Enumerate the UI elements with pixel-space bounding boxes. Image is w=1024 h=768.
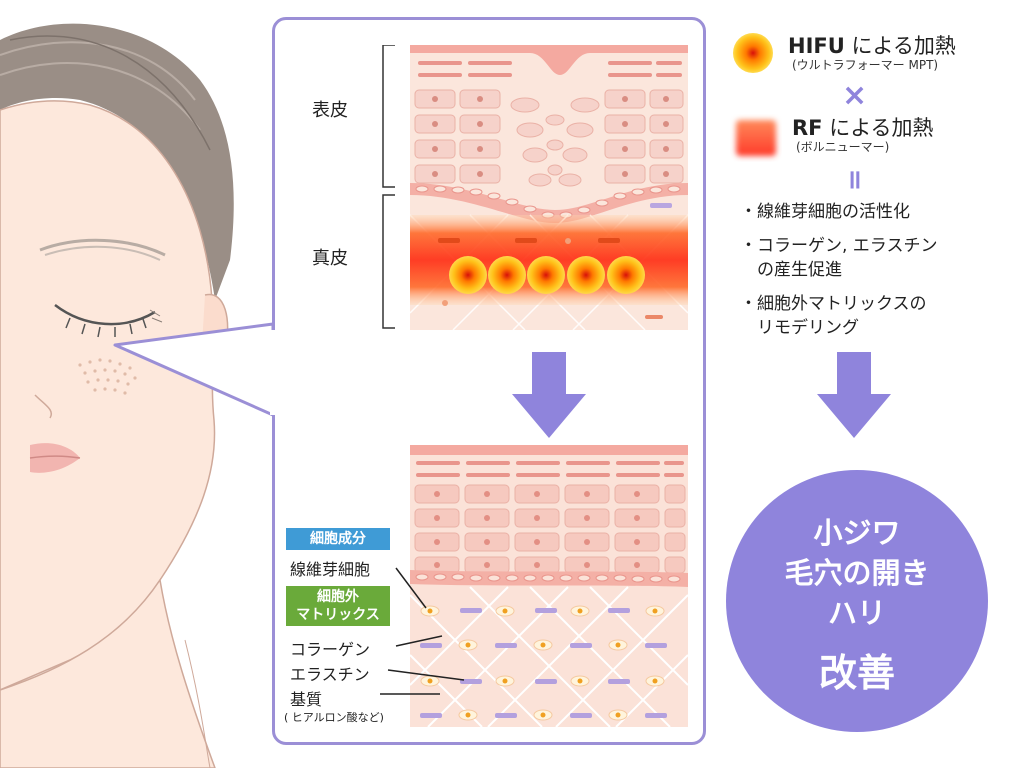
elastin-fibers (420, 608, 667, 718)
hifu-focal-points (449, 256, 645, 294)
hair (0, 23, 234, 300)
layer-brackets (382, 45, 395, 329)
down-arrow-panel (512, 352, 586, 438)
effects-list: ・線維芽細胞の活性化 ・コラーゲン, エラスチン の産生促進 ・細胞外マトリック… (740, 200, 937, 340)
label-elastin: エラスチン (290, 665, 370, 684)
label-epidermis: 表皮 (312, 100, 348, 121)
legend-rf-title: RF による加熱 (792, 112, 934, 142)
legend-hifu-title: HIFU による加熱 (788, 30, 956, 60)
down-arrow-right (817, 352, 891, 438)
leader-lines (380, 567, 465, 695)
lips (30, 443, 80, 473)
skin-section-before (410, 45, 688, 330)
result-line-firmness: ハリ (827, 596, 886, 630)
nose (34, 394, 52, 419)
label-fibroblast: 線維芽細胞 (290, 560, 371, 579)
effect-item: リモデリング (740, 318, 859, 338)
label-matrix-note: ( ヒアルロン酸など) (284, 711, 384, 724)
callout-joint (270, 330, 278, 415)
result-improvement: 改善 (818, 651, 895, 695)
tag-ecm-line2: マトリックス (296, 607, 380, 623)
label-matrix: 基質 (290, 690, 323, 709)
tag-extracellular-matrix: 細胞外 マトリックス (286, 586, 390, 626)
zoom-callout (113, 322, 275, 417)
legend-equals: ॥ (846, 165, 862, 195)
label-dermis: 真皮 (312, 248, 348, 269)
legend-times: × (842, 78, 868, 113)
fibroblasts (420, 605, 665, 721)
neck (0, 578, 216, 768)
legend-rf-jp: による加熱 (822, 116, 934, 140)
legend-hifu-jp: による加熱 (844, 34, 956, 58)
effect-item: ・線維芽細胞の活性化 (740, 202, 910, 222)
legend-hifu-latin: HIFU (788, 34, 845, 58)
skin-section-after (410, 445, 688, 727)
face-illustration (0, 23, 234, 768)
legend-rf-latin: RF (792, 116, 823, 140)
legend-rf-sub: (ボルニューマー) (796, 140, 890, 154)
effect-item: ・コラーゲン, エラスチン (740, 236, 938, 256)
result-line-wrinkles: 小ジワ (813, 516, 901, 550)
pores (78, 358, 137, 395)
legend-hifu-sub: (ウルトラフォーマー MPT) (792, 58, 939, 72)
rf-icon (736, 120, 776, 156)
tag-ecm-line1: 細胞外 (317, 589, 359, 605)
tag-cell-components: 細胞成分 (286, 528, 390, 550)
result-line-pores: 毛穴の開き (784, 556, 930, 590)
result-circle (726, 470, 988, 732)
label-collagen: コラーゲン (290, 640, 371, 659)
eyebrow (39, 238, 166, 257)
stratum-corneum (418, 61, 682, 77)
hifu-icon (733, 33, 773, 73)
effect-item: の産生促進 (740, 260, 842, 280)
effect-item: ・細胞外マトリックスの (740, 294, 927, 314)
closed-eye (54, 304, 156, 326)
